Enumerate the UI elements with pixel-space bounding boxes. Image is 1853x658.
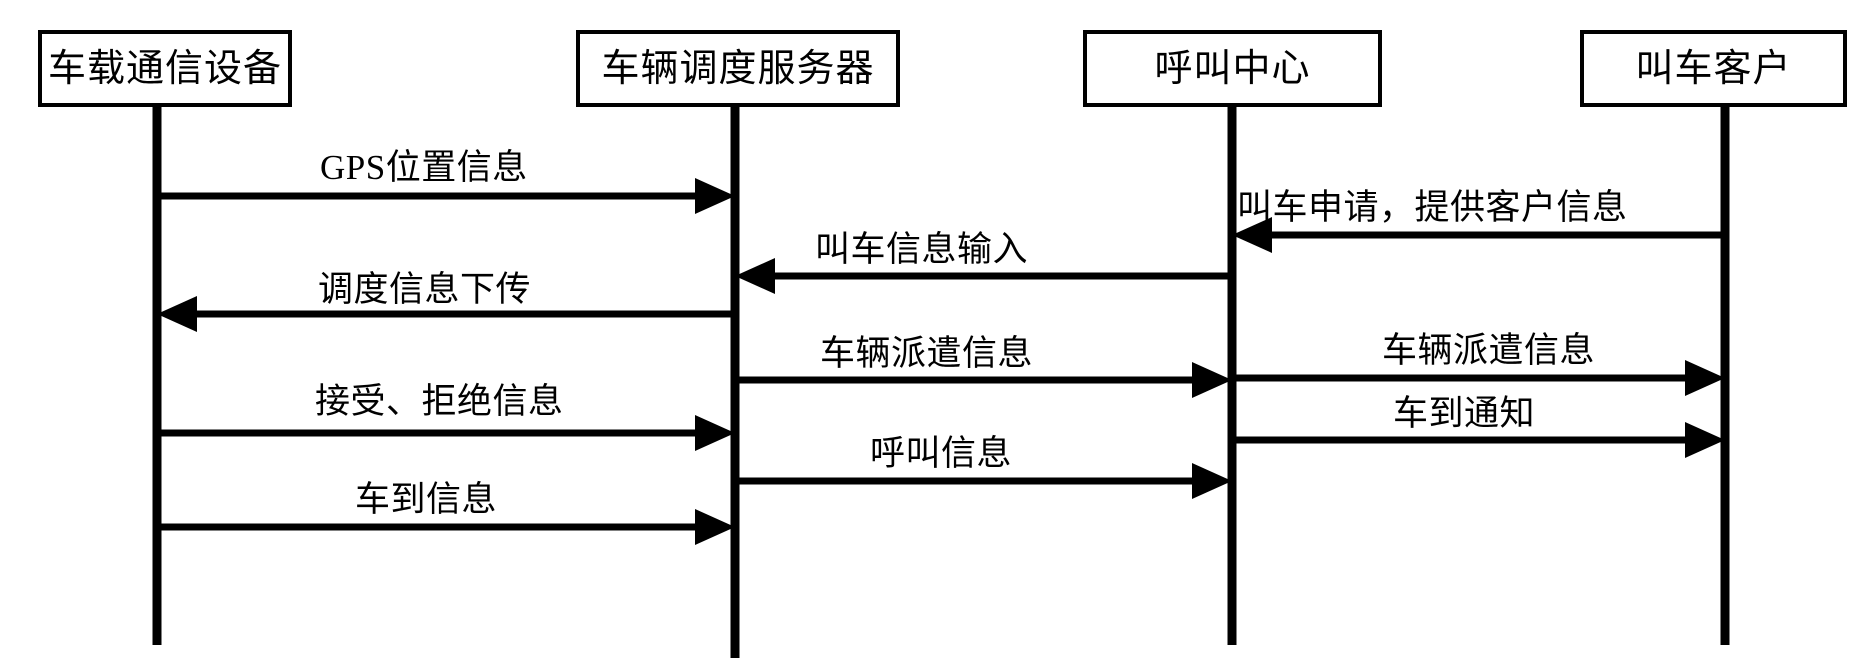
- message-m2[interactable]: [1232, 217, 1725, 253]
- message-m3[interactable]: [735, 258, 1232, 294]
- message-m7[interactable]: [157, 415, 735, 451]
- actor-box-taxi-customer[interactable]: [1580, 30, 1847, 107]
- arrow-head-m7: [695, 415, 735, 451]
- arrow-head-m2: [1232, 217, 1272, 253]
- message-m8[interactable]: [1232, 422, 1725, 458]
- message-m1[interactable]: [157, 178, 735, 214]
- arrow-head-m6: [1192, 362, 1232, 398]
- arrow-head-m1: [695, 178, 735, 214]
- message-m4[interactable]: [157, 296, 735, 332]
- message-m9[interactable]: [735, 463, 1232, 499]
- message-m5[interactable]: [1232, 360, 1725, 396]
- messages-layer: [157, 178, 1725, 545]
- actor-box-onboard[interactable]: [38, 30, 292, 107]
- arrow-head-m8: [1685, 422, 1725, 458]
- actor-box-call-center[interactable]: [1083, 30, 1382, 107]
- arrow-head-m4: [157, 296, 197, 332]
- arrow-head-m9: [1192, 463, 1232, 499]
- message-m10[interactable]: [157, 509, 735, 545]
- arrow-head-m5: [1685, 360, 1725, 396]
- arrow-head-m3: [735, 258, 775, 294]
- actor-box-dispatch-server[interactable]: [576, 30, 900, 107]
- message-m6[interactable]: [735, 362, 1232, 398]
- actor-boxes-layer: [38, 30, 1847, 107]
- arrow-head-m10: [695, 509, 735, 545]
